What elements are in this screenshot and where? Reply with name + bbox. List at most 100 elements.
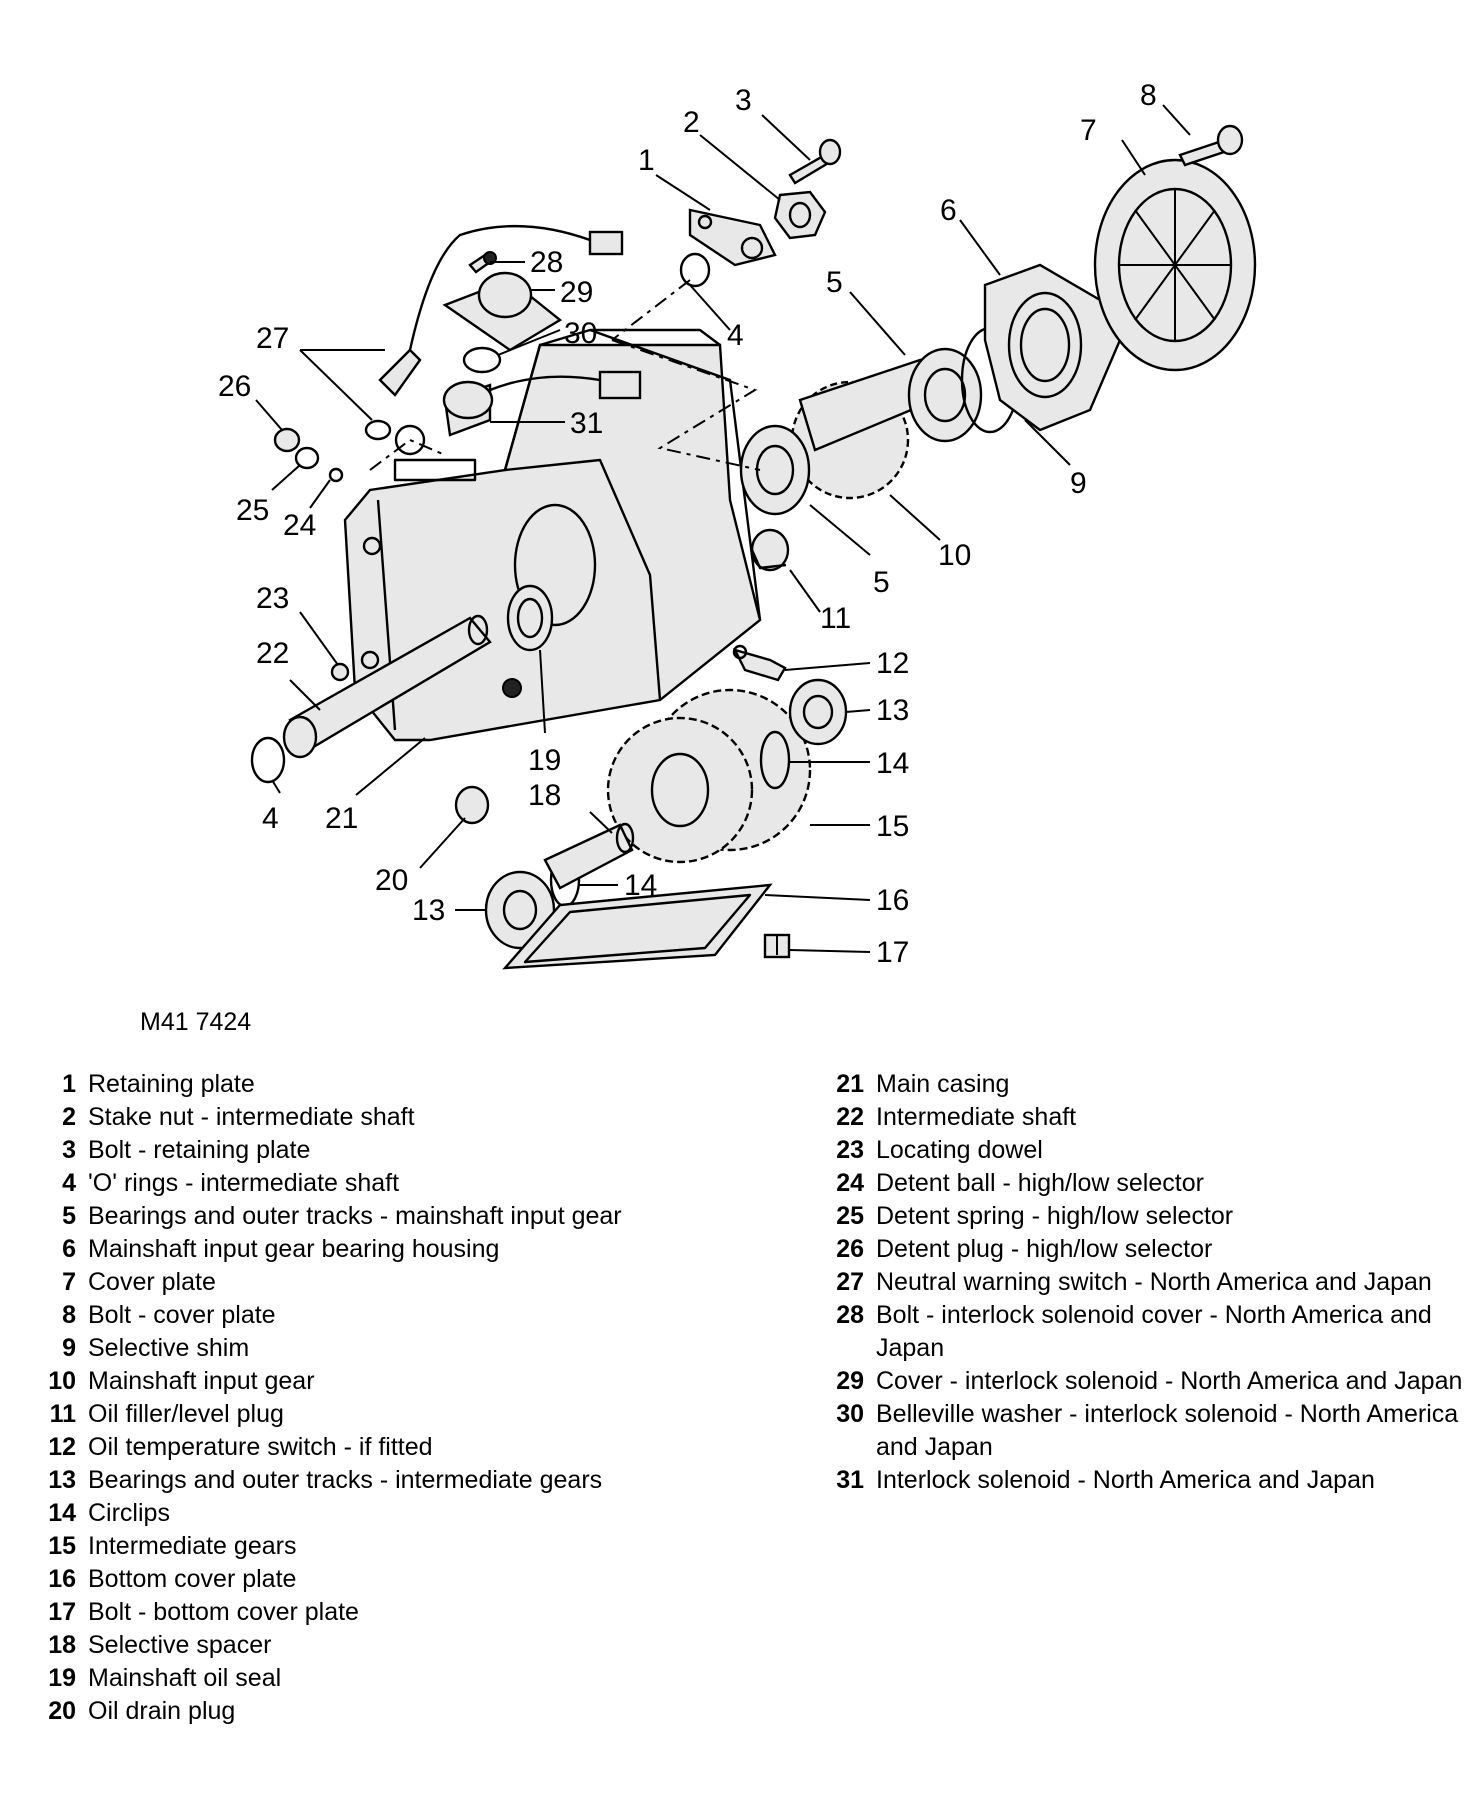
callout-18: 18: [528, 779, 561, 812]
callout-30: 30: [564, 317, 597, 350]
oil-drain-plug: [454, 785, 490, 825]
stake-nut: [773, 190, 827, 240]
exploded-view-diagram: 1 2 3 4 4 5 5 6 7 8 9 10 11 12 13 13 14 …: [218, 79, 1257, 970]
bolt-cover-plate: [1178, 124, 1244, 167]
bearing-upper-intermediate: [788, 678, 848, 746]
neutral-warning-switch: [364, 224, 624, 441]
callout-21: 21: [325, 802, 358, 835]
callout-27: 27: [256, 322, 289, 355]
callout-labels: 1 2 3 4 4 5 5 6 7 8 9 10 11 12 13 13 14 …: [218, 79, 1157, 969]
callout-16: 16: [876, 884, 909, 917]
callout-8: 8: [1140, 79, 1157, 112]
callout-15: 15: [876, 810, 909, 843]
callout-26: 26: [218, 370, 251, 403]
callout-23: 23: [256, 582, 289, 615]
callout-22: 22: [256, 637, 289, 670]
callout-10: 10: [938, 539, 971, 572]
callout-4-upper: 4: [727, 319, 744, 352]
bottom-cover-plate: [502, 883, 773, 970]
callout-28: 28: [530, 246, 563, 279]
callout-20: 20: [375, 864, 408, 897]
callout-1: 1: [638, 144, 655, 177]
o-ring-lower: [250, 736, 286, 784]
interlock-solenoid: [442, 370, 642, 437]
detent-spring: [294, 446, 320, 470]
locating-dowel: [330, 662, 350, 682]
callout-6: 6: [940, 194, 957, 227]
callout-4-lower: 4: [262, 802, 279, 835]
callout-17: 17: [876, 936, 909, 969]
callout-13-lower: 13: [412, 894, 445, 927]
legend-item: 4'O' rings - intermediate shaft: [62, 1169, 400, 1197]
callout-14-lower: 14: [624, 869, 657, 902]
bolt-interlock-cover: [468, 251, 497, 274]
bearing-lower-intermediate: [484, 870, 556, 950]
figure-reference: M41 7424: [140, 1008, 252, 1036]
detent-ball: [328, 467, 344, 483]
callout-13-upper: 13: [876, 694, 909, 727]
callout-19: 19: [528, 744, 561, 777]
callout-5-upper: 5: [826, 266, 843, 299]
intermediate-shaft: [282, 614, 492, 759]
bearing-mainshaft-front: [739, 424, 811, 516]
circlip-upper: [759, 730, 791, 790]
callout-25: 25: [236, 494, 269, 527]
intermediate-gears: [606, 688, 812, 864]
belleville-washer: [462, 346, 502, 374]
callout-29: 29: [560, 276, 593, 309]
oil-temperature-switch: [732, 644, 787, 682]
callout-7: 7: [1080, 114, 1097, 147]
callout-3: 3: [735, 84, 752, 117]
mainshaft-oil-seal: [506, 584, 554, 652]
bolt-bottom-cover: [763, 933, 791, 959]
cover-plate: [1093, 158, 1257, 372]
oil-filler-plug: [750, 528, 790, 572]
retaining-plate: [688, 208, 777, 267]
callout-14-upper: 14: [876, 747, 909, 780]
bearing-mainshaft-rear: [907, 347, 983, 443]
callout-24: 24: [283, 509, 316, 542]
bearing-housing: [983, 263, 1122, 432]
leader-lines: [255, 104, 1191, 953]
callout-2: 2: [683, 106, 700, 139]
bolt-retaining-plate: [788, 138, 842, 185]
callout-31: 31: [570, 407, 603, 440]
detent-plug: [273, 427, 301, 453]
selective-spacer: [543, 822, 635, 890]
callout-5-lower: 5: [873, 566, 890, 599]
callout-11: 11: [820, 602, 851, 635]
callout-9: 9: [1070, 467, 1087, 500]
o-ring-upper: [679, 252, 711, 288]
interlock-solenoid-cover: [442, 271, 563, 352]
